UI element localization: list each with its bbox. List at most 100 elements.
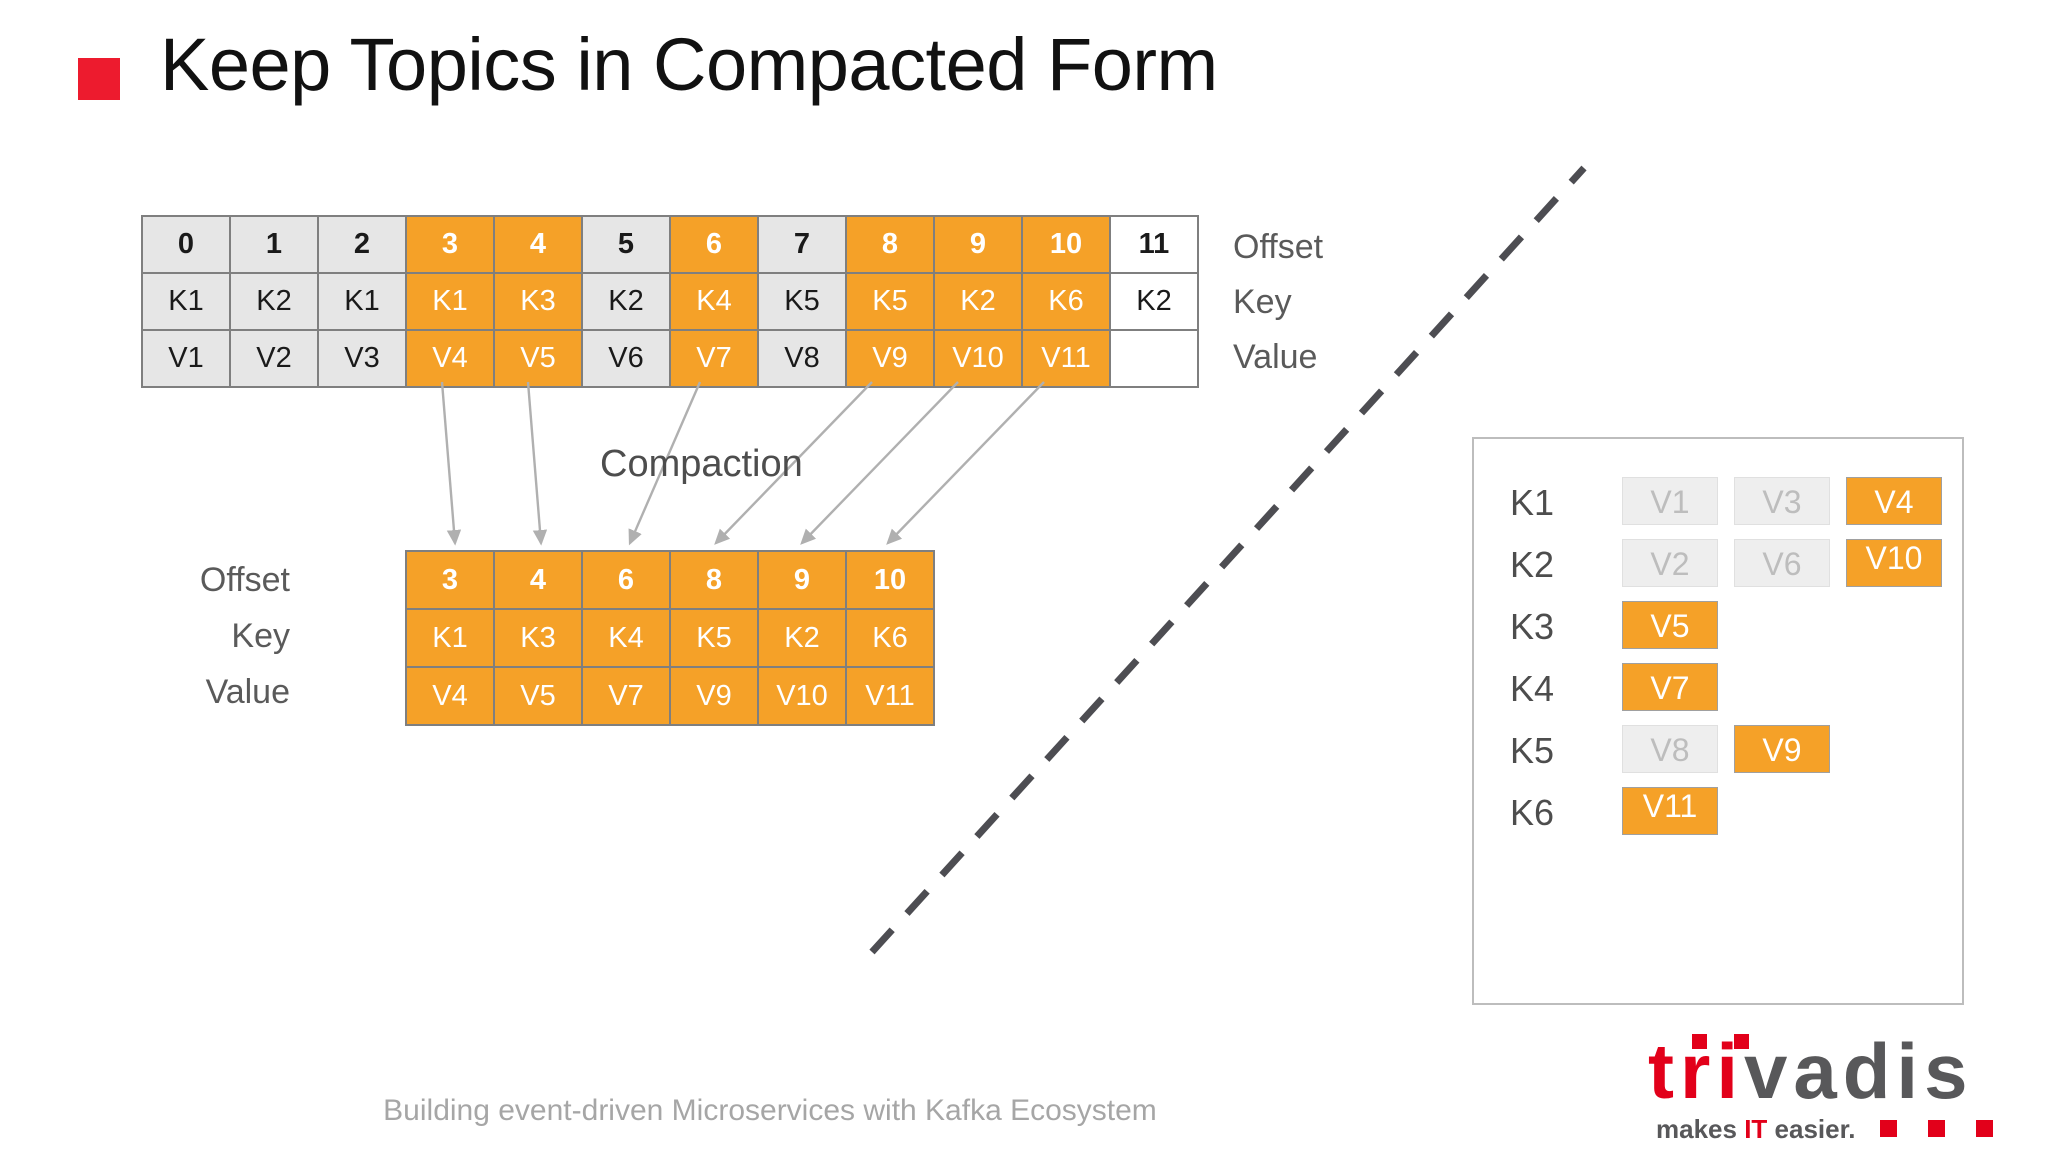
source-key-cell: K1 — [405, 272, 495, 331]
source-value-cell: V9 — [845, 329, 935, 388]
source-label-offset: Offset — [1233, 228, 1324, 266]
key-state-current-value-box: V10 — [1846, 539, 1942, 587]
trivadis-logo: trivadis makes IT easier. — [1648, 1032, 1998, 1145]
key-state-row: K3 V5 — [1510, 601, 1940, 653]
source-label-value: Value — [1233, 338, 1318, 376]
key-state-row: K1 V1 V3 V4 — [1510, 477, 1942, 529]
logo-dot-3 — [1976, 1120, 1993, 1137]
source-value-cell: V2 — [229, 329, 319, 388]
source-value-cell: V3 — [317, 329, 407, 388]
compacted-value-cell: V11 — [845, 666, 935, 726]
key-state-row: K2 V2 V6 V10 — [1510, 539, 1942, 591]
compacted-key-cell: K6 — [845, 608, 935, 668]
key-state-row: K4 V7 — [1510, 663, 1940, 715]
source-value-cell: V4 — [405, 329, 495, 388]
source-offset-cell: 7 — [757, 215, 847, 274]
source-offset-cell: 10 — [1021, 215, 1111, 274]
compacted-value-cell: V5 — [493, 666, 583, 726]
source-key-cell: K2 — [933, 272, 1023, 331]
source-key-cell: K5 — [845, 272, 935, 331]
key-state-current-value-box: V9 — [1734, 725, 1830, 773]
source-offset-cell: 11 — [1109, 215, 1199, 274]
key-state-current-value-box: V11 — [1622, 787, 1718, 835]
logo-tagline-accent: IT — [1744, 1114, 1768, 1144]
source-value-cell: V7 — [669, 329, 759, 388]
compacted-label-offset: Offset — [199, 561, 290, 599]
key-state-old-value-box: V1 — [1622, 477, 1718, 525]
compacted-label-key: Key — [231, 617, 290, 655]
compacted-value-cell: V7 — [581, 666, 671, 726]
logo-dot-2 — [1928, 1120, 1945, 1137]
source-key-cell: K4 — [669, 272, 759, 331]
title-bullet-square — [78, 58, 120, 100]
source-key-cell: K5 — [757, 272, 847, 331]
source-offset-cell: 3 — [405, 215, 495, 274]
source-key-cell: K1 — [317, 272, 407, 331]
logo-tagline-before: makes — [1656, 1114, 1745, 1144]
compacted-offset-cell: 8 — [669, 550, 759, 610]
source-key-cell: K2 — [229, 272, 319, 331]
compacted-offset-cell: 6 — [581, 550, 671, 610]
source-label-key: Key — [1233, 283, 1292, 321]
compacted-key-cell: K3 — [493, 608, 583, 668]
source-value-cell: V5 — [493, 329, 583, 388]
source-key-cell: K1 — [141, 272, 231, 331]
key-state-old-value-box: V2 — [1622, 539, 1718, 587]
source-value-cell: V6 — [581, 329, 671, 388]
key-state-key-label: K3 — [1510, 606, 1555, 647]
compacted-key-cell: K2 — [757, 608, 847, 668]
source-offset-cell: 0 — [141, 215, 231, 274]
compacted-offset-cell: 10 — [845, 550, 935, 610]
key-state-key-label: K5 — [1510, 730, 1555, 771]
source-key-cell: K2 — [581, 272, 671, 331]
compacted-offset-cell: 4 — [493, 550, 583, 610]
key-state-current-value-box: V7 — [1622, 663, 1718, 711]
compaction-label: Compaction — [600, 443, 803, 485]
logo-umlaut-dot-2 — [1734, 1034, 1749, 1049]
logo-dot-1 — [1880, 1120, 1897, 1137]
source-value-cell: V10 — [933, 329, 1023, 388]
key-state-row: K6 V11 — [1510, 787, 1940, 839]
compacted-offset-cell: 3 — [405, 550, 495, 610]
compacted-value-cell: V4 — [405, 666, 495, 726]
compacted-offset-cell: 9 — [757, 550, 847, 610]
source-offset-cell: 4 — [493, 215, 583, 274]
footer-text: Building event-driven Microservices with… — [383, 1094, 1157, 1127]
key-state-old-value-box: V3 — [1734, 477, 1830, 525]
key-state-key-label: K4 — [1510, 668, 1555, 709]
logo-word-vadis: vadis — [1744, 1027, 1974, 1115]
compacted-key-cell: K4 — [581, 608, 671, 668]
logo-umlaut-dot-1 — [1692, 1034, 1707, 1049]
compacted-label-value: Value — [205, 673, 290, 711]
key-state-key-label: K6 — [1510, 792, 1555, 833]
source-offset-cell: 1 — [229, 215, 319, 274]
key-state-key-label: K2 — [1510, 544, 1555, 585]
source-offset-cell: 6 — [669, 215, 759, 274]
source-key-cell: K3 — [493, 272, 583, 331]
key-state-key-label: K1 — [1510, 482, 1555, 523]
logo-tagline-after: easier. — [1767, 1114, 1856, 1144]
compacted-value-cell: V10 — [757, 666, 847, 726]
source-offset-cell: 2 — [317, 215, 407, 274]
logo-tagline: makes IT easier. — [1656, 1114, 1856, 1145]
key-state-current-value-box: V4 — [1846, 477, 1942, 525]
source-key-cell: K6 — [1021, 272, 1111, 331]
source-value-cell — [1109, 329, 1199, 388]
source-offset-cell: 8 — [845, 215, 935, 274]
key-state-old-value-box: V6 — [1734, 539, 1830, 587]
key-state-current-value-box: V5 — [1622, 601, 1718, 649]
source-value-cell: V11 — [1021, 329, 1111, 388]
source-key-cell: K2 — [1109, 272, 1199, 331]
logo-wordmark: trivadis — [1648, 1032, 1973, 1110]
